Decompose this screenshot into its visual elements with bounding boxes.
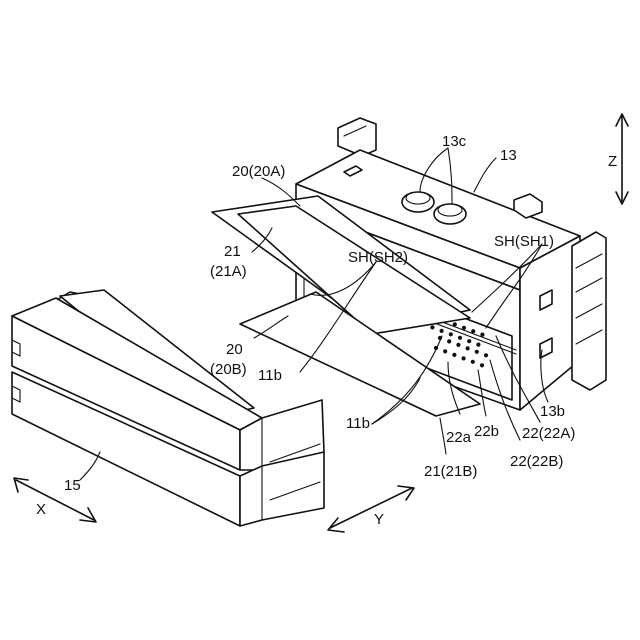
contact-pin: [476, 343, 480, 347]
contact-pin: [466, 346, 470, 350]
contact-pin: [475, 350, 479, 354]
contact-pin: [462, 356, 466, 360]
contact-pin: [471, 329, 475, 333]
contact-pin: [462, 326, 466, 330]
label-22b: 22b: [474, 423, 499, 440]
contact-pin: [443, 349, 447, 353]
label-22-22A: 22(22A): [522, 425, 575, 442]
label-11b-upper: 11b: [258, 367, 282, 384]
contact-pin: [471, 360, 475, 364]
contact-pin: [453, 322, 457, 326]
label-11b-lower: 11b: [346, 415, 370, 432]
contact-pin: [480, 363, 484, 367]
label-22a: 22a: [446, 429, 472, 446]
label-20-20A: 20(20A): [232, 163, 285, 180]
contact-pin: [480, 333, 484, 337]
label-21-21B: 21(21B): [424, 463, 477, 480]
contact-pin: [430, 325, 434, 329]
contact-pin: [484, 353, 488, 357]
contact-pin: [440, 329, 444, 333]
contact-pin: [458, 336, 462, 340]
label-sh-sh2: SH(SH2): [348, 249, 408, 266]
label-13c: 13c: [442, 133, 467, 150]
contact-pin: [452, 353, 456, 357]
label-20B: (20B): [210, 361, 247, 378]
contact-pin: [456, 343, 460, 347]
contact-pin: [449, 332, 453, 336]
label-13: 13: [500, 147, 517, 164]
label-21: 21: [224, 243, 241, 260]
contact-pin: [467, 339, 471, 343]
label-20: 20: [226, 341, 243, 358]
contact-pin: [447, 339, 451, 343]
label-22-22B: 22(22B): [510, 453, 563, 470]
label-sh-sh1: SH(SH1): [494, 233, 554, 250]
y-axis-arrow: [330, 488, 412, 528]
x-axis-arrow: [16, 480, 94, 520]
label-z: Z: [608, 153, 617, 170]
housing-rear-post: [338, 118, 376, 156]
label-15: 15: [64, 477, 81, 494]
label-y: Y: [374, 511, 384, 528]
label-13b: 13b: [540, 403, 565, 420]
label-21A: (21A): [210, 263, 247, 280]
label-x: X: [36, 501, 46, 518]
